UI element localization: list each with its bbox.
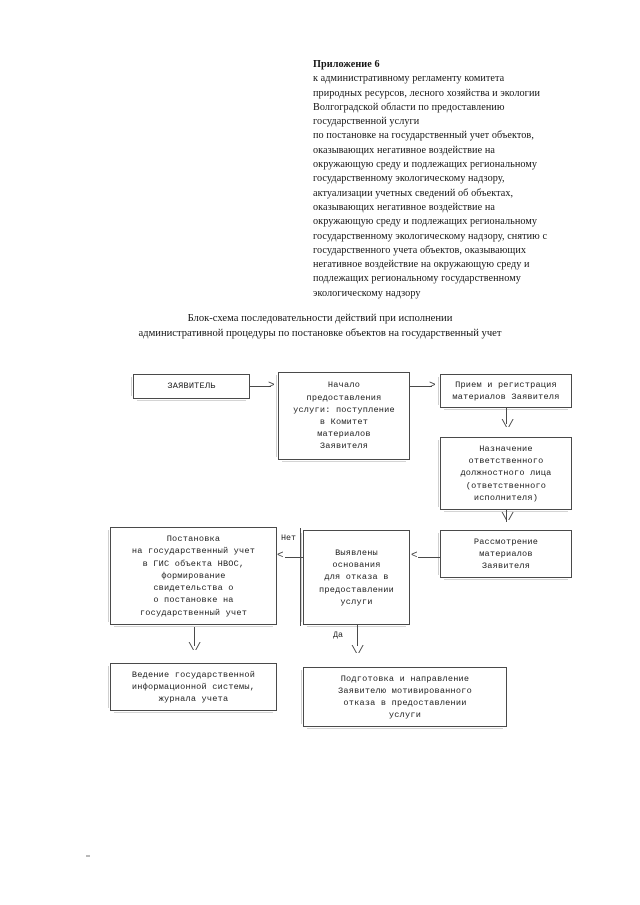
scheme-title-line: административной процедуры по постановке… (138, 328, 502, 339)
arrow-down-icon: \/ (501, 419, 515, 431)
scan-speck (86, 855, 90, 857)
appendix-line: экологическому надзору (313, 287, 421, 299)
connector-assign-to-review (506, 510, 507, 522)
connector-start-to-receive (410, 386, 432, 387)
node-decision-refusal: Выявлены основания для отказа в предоста… (301, 530, 410, 627)
node-assign-officer: Назначение ответственного должностного л… (438, 437, 572, 512)
appendix-line: негативное воздействие на окружающую сре… (313, 259, 530, 271)
node-start-service: Начало предоставления услуги: поступлени… (276, 372, 410, 462)
node-start-service-label: Начало предоставления услуги: поступлени… (293, 380, 395, 452)
appendix-line: по постановке на государственный учет об… (313, 130, 534, 142)
appendix-line: оказывающих негативное воздействие на (313, 201, 495, 213)
node-registration-gis-label: Постановка на государственный учет в ГИС… (131, 534, 256, 618)
appendix-line: Волгоградской области по предоставлению (313, 101, 505, 113)
arrow-down-icon: \/ (188, 642, 202, 654)
connector-decision-to-refusal (357, 625, 358, 646)
arrow-right-icon: > (268, 380, 275, 392)
connector-registration-to-maintain (194, 627, 195, 646)
connector-receive-to-assign (506, 408, 507, 424)
node-prepare-refusal: Подготовка и направление Заявителю мотив… (301, 667, 507, 729)
appendix-line: государственного учета объектов, оказыва… (313, 244, 527, 256)
connector-review-to-decision (418, 557, 440, 558)
connector-decision-to-registration (285, 557, 303, 558)
node-applicant: ЗАЯВИТЕЛЬ (131, 374, 250, 401)
appendix-line: актуализации учетных сведений об объекта… (313, 187, 514, 199)
arrow-left-icon: < (277, 550, 284, 562)
appendix-line: подлежащих региональному государственном… (313, 273, 521, 285)
arrow-left-icon: < (411, 550, 418, 562)
node-receive-register: Прием и регистрация материалов Заявителя (438, 374, 572, 410)
node-registration-gis: Постановка на государственный учет в ГИС… (108, 527, 277, 627)
node-review-materials-label: Рассмотрение материалов Заявителя (473, 536, 539, 572)
arrow-down-icon: \/ (501, 512, 515, 524)
node-maintain-system: Ведение государственной информационной с… (108, 663, 277, 713)
connector-decision-left-rail (300, 528, 301, 626)
appendix-line: окружающую среду и подлежащих региональн… (313, 159, 538, 171)
node-decision-refusal-label: Выявлены основания для отказа в предоста… (319, 547, 394, 607)
connector-applicant-to-start (250, 386, 271, 387)
node-assign-officer-label: Назначение ответственного должностного л… (460, 443, 552, 503)
appendix-line: природных ресурсов, лесного хозяйства и … (313, 87, 541, 99)
appendix-line: оказывающих негативное воздействие на (313, 144, 495, 156)
appendix-line: Приложение 6 (313, 59, 380, 70)
scheme-title: Блок-схема последовательности действий п… (60, 311, 580, 341)
appendix-line: государственной услуги (313, 116, 420, 128)
node-maintain-system-label: Ведение государственной информационной с… (131, 669, 256, 705)
node-prepare-refusal-label: Подготовка и направление Заявителю мотив… (338, 673, 472, 721)
edge-label-no: Нет (281, 533, 297, 543)
scheme-title-line: Блок-схема последовательности действий п… (187, 313, 453, 324)
node-applicant-label: ЗАЯВИТЕЛЬ (167, 381, 216, 392)
appendix-line: к административному регламенту комитета (313, 73, 505, 85)
appendix-line: государственному экологическому надзору,… (313, 230, 548, 242)
arrow-right-icon: > (429, 380, 436, 392)
appendix-line: государственному экологическому надзору, (313, 173, 505, 185)
node-review-materials: Рассмотрение материалов Заявителя (438, 530, 572, 580)
appendix-line: окружающую среду и подлежащих региональн… (313, 216, 538, 228)
arrow-down-icon: \/ (351, 645, 365, 657)
edge-label-yes: Да (333, 630, 344, 640)
node-receive-register-label: Прием и регистрация материалов Заявителя (452, 379, 560, 402)
appendix-header: Приложение 6 к административному регламе… (313, 58, 613, 301)
